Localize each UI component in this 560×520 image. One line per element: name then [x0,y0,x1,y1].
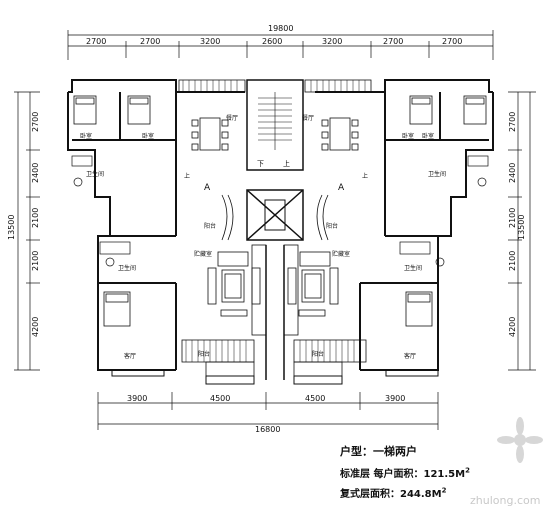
watermark-logo [497,417,543,463]
stair-core [246,79,304,241]
left-unit-label: A [204,183,211,193]
standard-floor-area: 标准层 每户面积：121.5M2 [340,465,470,480]
right-up-label: 上 [362,172,368,180]
right-dim-4: 2100 [508,251,517,271]
bottom-total-label: 16800 [255,425,280,434]
left-living-furniture [207,251,261,317]
right-dimension-chain [508,91,536,371]
total-width-label: 19800 [268,24,293,33]
left-utility-balcony-label: 阳台 [198,350,210,358]
left-balcony-label: 阳台 [204,222,216,230]
unit-type-line: 户型：一梯两户 [340,443,417,459]
right-dim-1: 2700 [508,112,517,132]
duplex-floor-area-text: 复式层面积：244.8M [340,489,442,500]
top-dim-3: 3200 [200,37,220,46]
left-dim-1: 2700 [31,112,40,132]
balcony-hatching [182,80,366,362]
right-dim-5: 4200 [508,317,517,337]
stair-down-label: 下 [257,160,264,168]
watermark-text: zhulong.com [470,494,541,507]
left-dim-4: 2100 [31,251,40,271]
left-bedroom-a-label: 卧室 [80,132,92,140]
bottom-dim-3: 4500 [305,394,325,403]
right-utility-balcony-label: 阳台 [312,350,324,358]
left-unit-walls [67,79,245,371]
right-dining-label: 餐厅 [302,114,314,122]
core-balcony-curves [221,194,329,241]
duplex-floor-area: 复式层面积：244.8M2 [340,485,446,500]
left-dim-2: 2400 [31,163,40,183]
right-unit-walls [315,79,494,371]
left-storage-label: 贮藏室 [194,250,212,258]
top-dim-5: 3200 [322,37,342,46]
center-divider [251,244,299,380]
left-dim-5: 4200 [31,317,40,337]
left-total-label: 13500 [7,215,16,240]
right-bathroom-label: 卫生间 [428,170,446,178]
top-dim-6: 2700 [383,37,403,46]
bottom-dimension-chain [97,392,439,430]
right-bedroom-a-label: 卧室 [402,132,414,140]
unit-type-value: 一梯两户 [373,445,417,458]
stair-up-label: 上 [283,159,290,168]
right-living-label: 客厅 [404,352,416,360]
right-dim-3: 2100 [508,208,517,228]
left-bedroom-b-label: 卧室 [142,132,154,140]
bottom-dim-1: 3900 [127,394,147,403]
top-dim-7: 2700 [442,37,462,46]
standard-floor-area-sup: 2 [465,466,470,475]
bathroom-fixtures [71,155,489,267]
bottom-dim-4: 3900 [385,394,405,403]
bottom-dim-2: 4500 [210,394,230,403]
top-dim-4: 2600 [262,37,282,46]
left-bathroom-label: 卫生间 [86,170,104,178]
left-dining-label: 餐厅 [226,114,238,122]
left-bathroom-2-label: 卫生间 [118,264,136,272]
right-unit-label: A [338,183,345,193]
top-dimension-chain [67,30,494,60]
left-up-label: 上 [184,172,190,180]
top-dim-1: 2700 [86,37,106,46]
right-balcony-label: 阳台 [326,222,338,230]
right-bathroom-2-label: 卫生间 [404,264,422,272]
right-dim-2: 2400 [508,163,517,183]
right-storage-label: 贮藏室 [332,250,350,258]
top-dim-2: 2700 [140,37,160,46]
left-dimension-chain [14,91,40,371]
dining-tables [191,117,359,151]
left-living-label: 客厅 [124,352,136,360]
duplex-floor-area-sup: 2 [441,486,447,495]
right-bedroom-b-label: 卧室 [422,132,434,140]
beds [73,95,487,327]
right-living-furniture [287,251,339,317]
standard-floor-area-text: 标准层 每户面积：121.5M [340,469,466,480]
unit-type-label: 户型： [340,445,373,458]
stair-treads [258,92,292,150]
left-dim-3: 2100 [31,208,40,228]
bay-windows [111,369,439,385]
right-total-label: 13500 [517,215,526,240]
